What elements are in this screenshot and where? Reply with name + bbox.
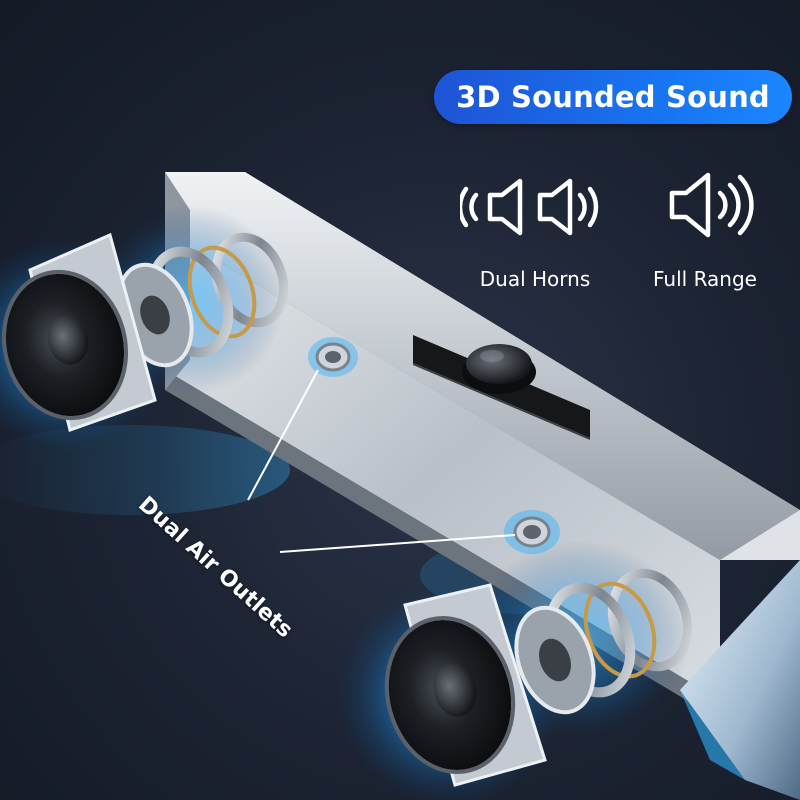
- air-outlet-left: [308, 337, 358, 377]
- callout-leader-lines: [247, 369, 516, 553]
- feature-full-range: Full Range: [640, 165, 770, 291]
- volume-knob: [462, 344, 536, 394]
- speaker-driver-left: [0, 205, 289, 455]
- headline-text: 3D Sounded Sound: [456, 80, 770, 114]
- feature-dual-horns: Dual Horns: [455, 165, 615, 291]
- headline-badge: 3D Sounded Sound: [434, 70, 792, 124]
- dual-horn-speaker-icon: [460, 178, 599, 236]
- feature-label-full-range: Full Range: [653, 267, 757, 291]
- full-range-speaker-icon: [669, 172, 754, 238]
- soundbar-end-cap: [680, 560, 800, 800]
- air-outlet-right: [504, 510, 560, 554]
- speaker-driver-right: [335, 540, 693, 800]
- feature-label-dual-horns: Dual Horns: [479, 267, 591, 291]
